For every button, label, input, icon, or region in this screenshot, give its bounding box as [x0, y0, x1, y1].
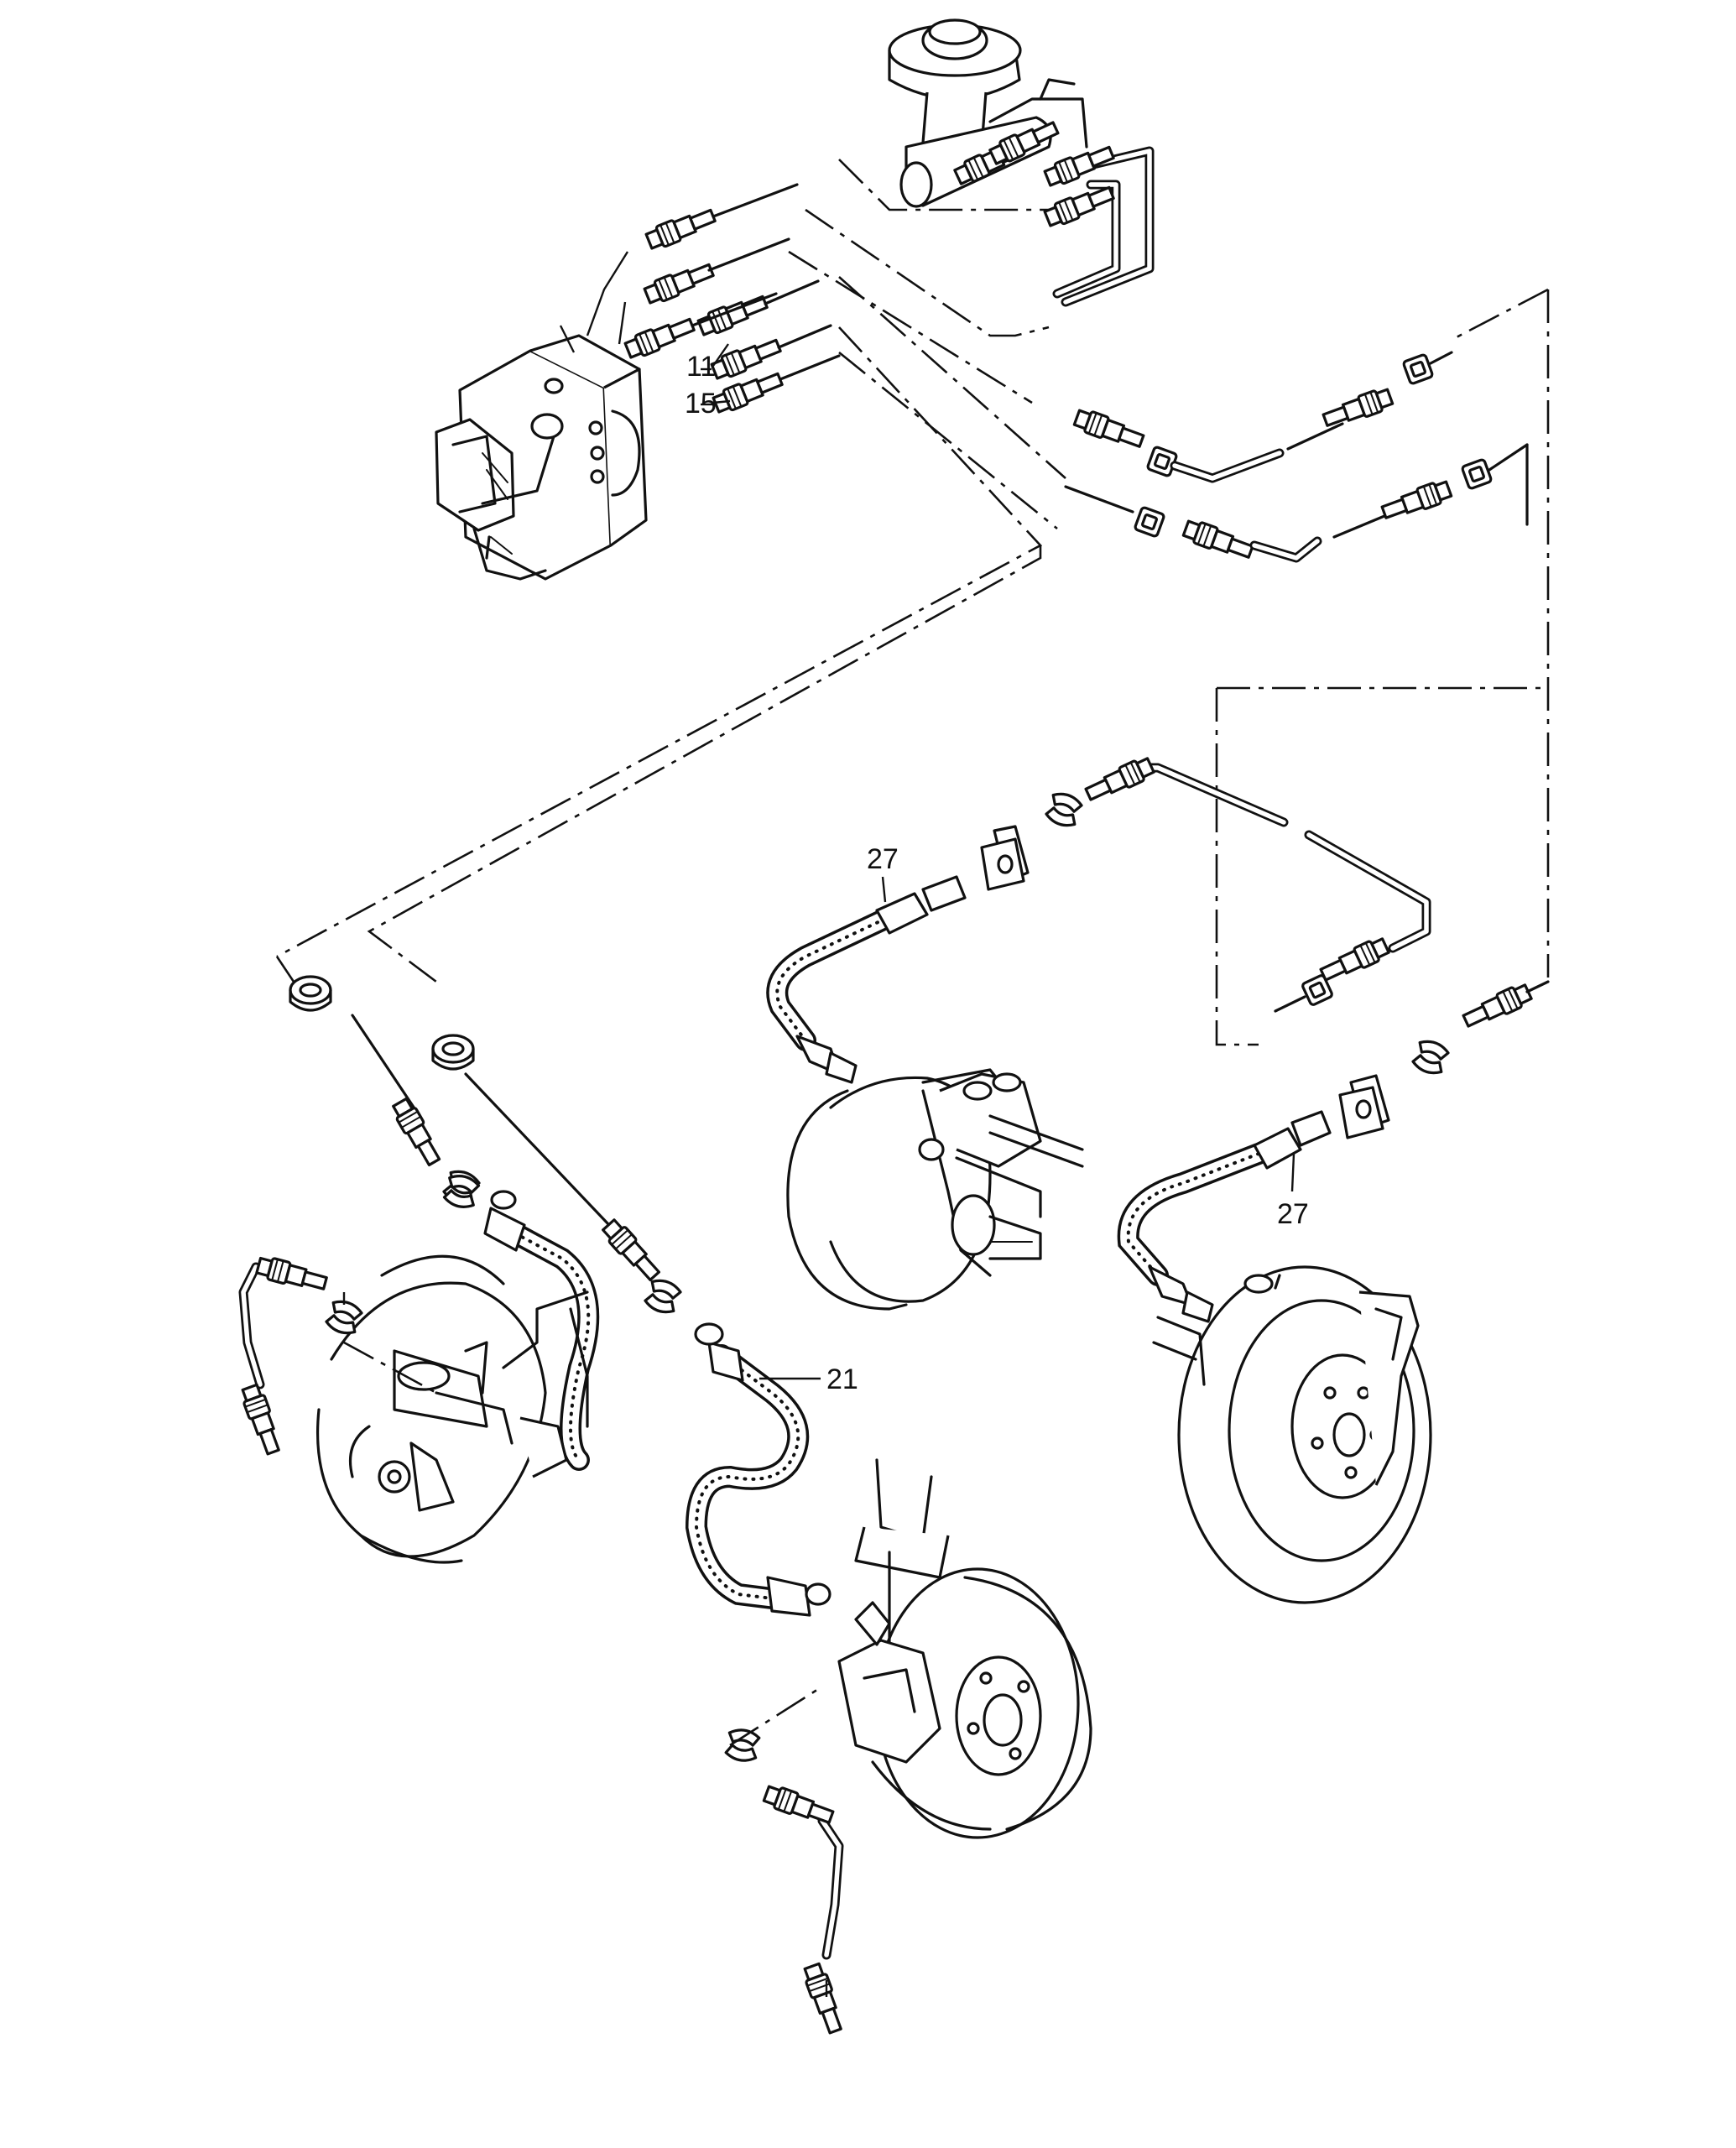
rear-right-brake-assembly [1152, 1265, 1432, 1604]
callout-27-left: 27 [867, 843, 899, 875]
abs-hydraulic-unit [435, 334, 648, 581]
callout-27-right: 27 [1277, 1198, 1309, 1230]
rear-left-brake-assembly [786, 1068, 1084, 1311]
callout-15: 15 [685, 388, 717, 420]
front-left-brake-assembly [315, 1254, 589, 1564]
callout-11: 11 [686, 351, 716, 383]
routing-lines [275, 159, 1550, 1046]
front-right-brake-assembly [837, 1458, 1092, 1839]
master-cylinder [888, 18, 1088, 208]
callout-21: 21 [826, 1363, 858, 1395]
callout-labels: 11 15 27 27 21 [685, 343, 1309, 1395]
